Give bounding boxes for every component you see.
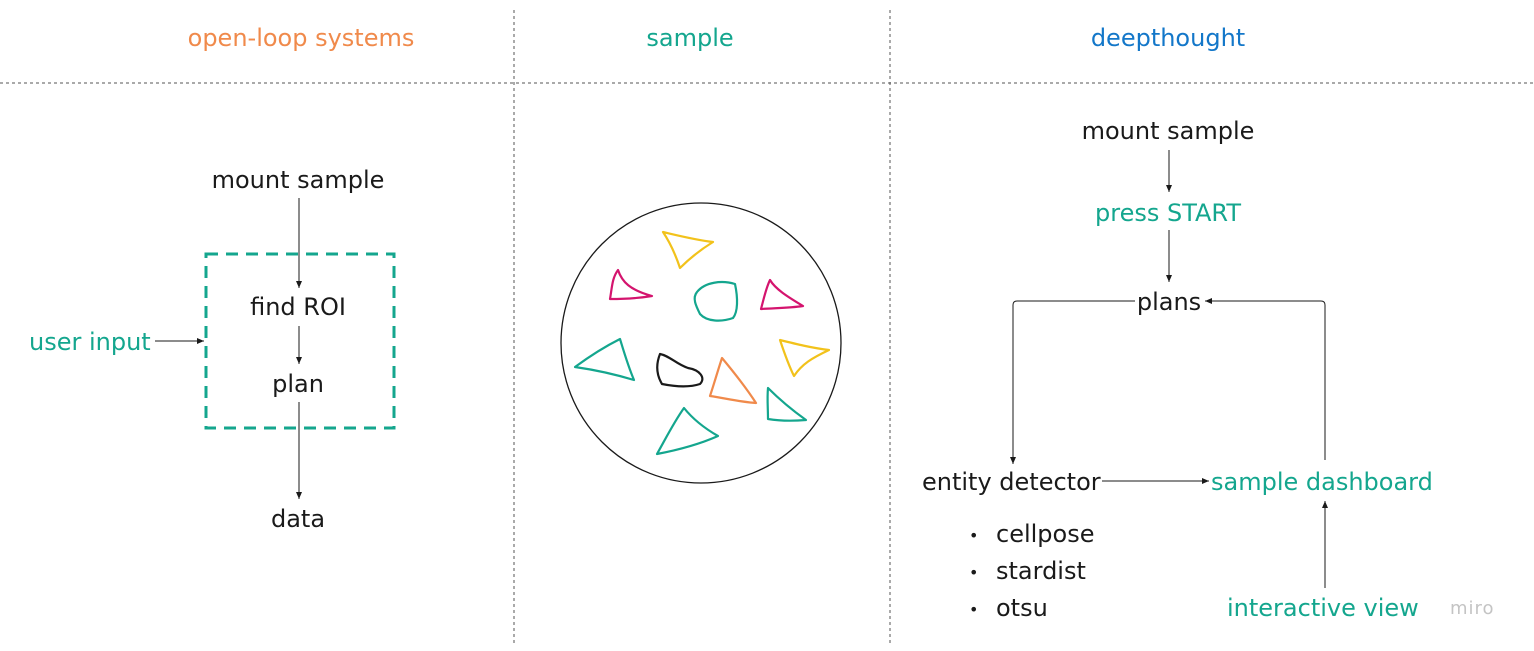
sample-dish bbox=[560, 202, 842, 484]
dt-press-start: press START bbox=[1094, 199, 1242, 227]
ol-mount-sample: mount sample bbox=[211, 166, 385, 194]
open-loop-dashed-box bbox=[204, 252, 396, 430]
header-open-loop-systems: open-loop systems bbox=[187, 24, 415, 52]
cell-green-2 bbox=[766, 386, 808, 422]
bullet-dot: • bbox=[969, 526, 979, 545]
dt-plans: plans bbox=[1136, 288, 1202, 316]
cell-pink-1 bbox=[608, 268, 654, 301]
bullet-dot: • bbox=[969, 563, 979, 582]
detector-item-cellpose: cellpose bbox=[996, 520, 1095, 548]
cell-green-3 bbox=[655, 406, 720, 456]
ol-data: data bbox=[270, 505, 326, 533]
ol-user-input: user input bbox=[29, 328, 151, 356]
cell-green-blob bbox=[693, 281, 739, 322]
cell-yellow-1 bbox=[661, 230, 715, 270]
bullet-dot: • bbox=[969, 600, 979, 619]
detector-item-otsu: otsu bbox=[996, 594, 1048, 622]
cell-green-1 bbox=[573, 337, 636, 382]
arrow-dashboard-to-plans bbox=[1205, 298, 1326, 460]
dt-sample-dashboard: sample dashboard bbox=[1211, 468, 1433, 496]
cell-orange bbox=[708, 356, 758, 405]
cell-black bbox=[656, 352, 704, 388]
ol-plan: plan bbox=[272, 370, 324, 398]
miro-logo: miro bbox=[1450, 598, 1495, 619]
dt-mount-sample: mount sample bbox=[1081, 117, 1255, 145]
detector-item-stardist: stardist bbox=[996, 557, 1086, 585]
header-sample: sample bbox=[646, 24, 734, 52]
arrow-plans-to-detector bbox=[1010, 300, 1135, 464]
header-deepthought: deepthought bbox=[1090, 24, 1246, 52]
dt-interactive-view: interactive view bbox=[1227, 594, 1419, 622]
ol-find-roi: find ROI bbox=[250, 293, 346, 321]
cell-pink-2 bbox=[759, 278, 805, 311]
dt-entity-detector: entity detector bbox=[922, 468, 1101, 496]
cell-yellow-2 bbox=[778, 338, 831, 378]
